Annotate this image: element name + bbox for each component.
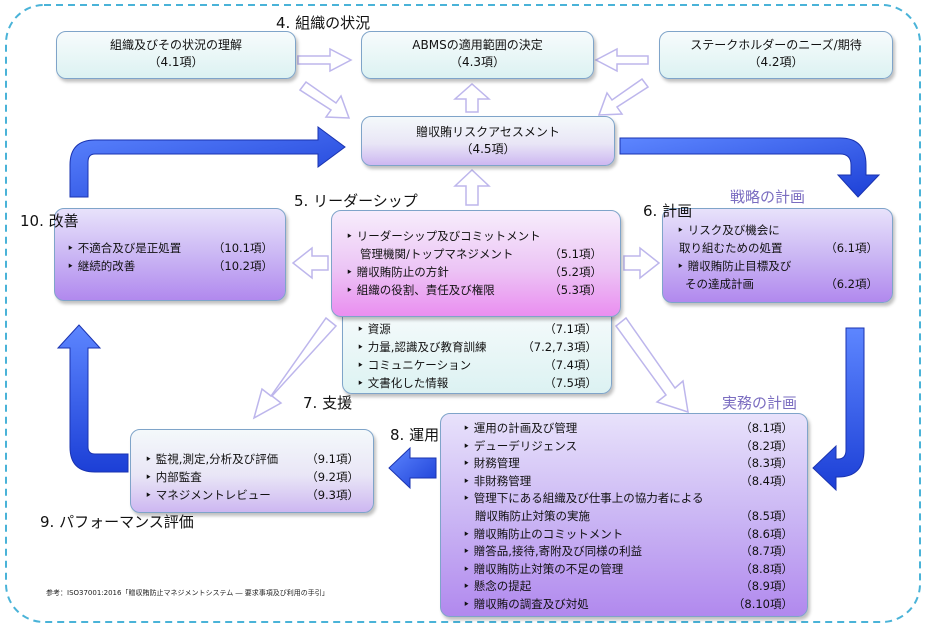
planning-item: 取り組むための処置（6.1項） [679,241,878,255]
box-leadership: リーダーシップ及びコミットメント 管理機関/トップマネジメント（5.1項） 贈収… [331,210,621,317]
operation-item: デューデリジェンス（8.2項） [463,438,793,456]
box-bribery-risk-assessment: 贈収賄リスクアセスメント （4.5項） [361,116,615,166]
operation-item: 懸念の提起（8.9項） [463,578,793,596]
operation-item: 管理下にある組織及び仕事上の協力者による [463,490,793,508]
box-abms-scope-ref: （4.3項） [449,55,506,69]
label-strategic-plan: 戦略の計画 [730,188,806,206]
box-planning: リスク及び機会に 取り組むための処置（6.1項） 贈収賄防止目標及び その達成計… [662,208,893,303]
light-arrow-stakeholder-to-scope [594,47,649,73]
operation-item: 非財務管理（8.4項） [463,473,793,491]
big-arrow-risk-to-planning [619,137,881,198]
planning-item: 贈収賄防止目標及び [677,257,878,275]
big-arrow-evaluation-to-improve [56,324,129,473]
operation-item: 運用の計画及び管理（8.1項） [463,420,793,438]
leadership-item: リーダーシップ及びコミットメント [346,227,602,245]
light-arrow-leadership-to-planning [623,246,661,280]
support-item: 文書化した情報（7.5項） [357,374,597,392]
improvement-item: 継続的改善（10.2項） [67,257,273,275]
label-evaluation: 9. パフォーマンス評価 [40,513,194,531]
operation-item: 贈収賄防止のコミットメント（8.6項） [463,526,793,544]
operation-item: 贈収賄防止対策の実施（8.5項） [475,508,793,523]
reference-note: 参考：ISO37001:2016「贈収賄防止マネジメントシステム ― 要求事項及… [46,589,329,597]
label-operational-plan: 実務の計画 [722,394,798,412]
box-org-context-ref: （4.1項） [148,55,204,69]
support-item: 力量,認識及び教育訓練（7.2,7.3項） [357,338,597,356]
support-item: 資源（7.1項） [357,320,597,338]
operation-item: 贈答品,接待,寄附及び同様の利益（8.7項） [463,543,793,561]
light-arrow-leadership-to-operation [614,316,689,414]
box-org-context: 組織及びその状況の理解 （4.1項） [56,31,296,79]
box-stakeholder-needs-ref: （4.2項） [748,55,804,69]
leadership-item: 贈収賄防止の方針（5.2項） [346,263,602,281]
leadership-item: 組織の役割、責任及び権限（5.3項） [346,281,602,299]
light-arrow-org-to-scope [297,47,353,73]
box-support: 資源（7.1項） 力量,認識及び教育訓練（7.2,7.3項） コミュニケーション… [342,306,612,394]
label-improvement: 10. 改善 [20,212,79,230]
label-support: 7. 支援 [303,394,353,412]
operation-item: 財務管理（8.3項） [463,455,793,473]
light-arrow-leadership-to-evaluation [252,316,338,420]
light-arrow-org-to-risk [298,80,351,119]
label-context: 4. 組織の状況 [276,14,371,32]
box-stakeholder-needs: ステークホルダーのニーズ/期待 （4.2項） [659,31,893,79]
improvement-item: 不適合及び是正処置（10.1項） [67,239,273,257]
big-arrow-planning-to-operation [812,327,865,492]
light-arrow-stakeholder-to-risk [597,77,650,116]
planning-item: その達成計画（6.2項） [685,277,878,291]
box-improvement: 不適合及び是正処置（10.1項） 継続的改善（10.2項） [54,208,286,301]
big-arrow-improve-to-risk [69,126,346,198]
light-arrow-leadership-to-risk [453,168,491,206]
label-planning: 6. 計画 [643,202,693,220]
box-risk-title: 贈収賄リスクアセスメント [416,125,560,139]
box-evaluation: 監視,測定,分析及び評価（9.1項） 内部監査（9.2項） マネジメントレビュー… [130,429,374,513]
box-risk-ref: （4.5項） [460,142,516,156]
evaluation-item: 内部監査（9.2項） [145,468,359,486]
box-abms-scope: ABMSの適用範囲の決定 （4.3項） [361,31,594,79]
operation-item: 贈収賄防止対策の不足の管理（8.8項） [463,561,793,579]
box-stakeholder-needs-title: ステークホルダーのニーズ/期待 [690,38,862,52]
operation-item: 贈収賄の調査及び対処（8.10項） [463,596,793,614]
planning-item: リスク及び機会に [677,221,878,239]
box-abms-scope-title: ABMSの適用範囲の決定 [412,38,543,52]
box-operation: 運用の計画及び管理（8.1項） デューデリジェンス（8.2項） 財務管理（8.3… [440,413,808,617]
evaluation-item: マネジメントレビュー（9.3項） [145,486,359,504]
label-operation: 8. 運用 [390,426,440,444]
big-arrow-operation-to-evaluation [388,446,437,490]
outer-dashed-frame [5,4,921,623]
label-leadership: 5. リーダーシップ [294,192,418,210]
light-arrow-leadership-to-improve [291,246,329,280]
box-org-context-title: 組織及びその状況の理解 [109,38,242,52]
light-arrow-risk-to-scope [453,82,491,113]
leadership-item: 管理機関/トップマネジメント（5.1項） [360,247,602,261]
support-item: コミュニケーション（7.4項） [357,356,597,374]
evaluation-item: 監視,測定,分析及び評価（9.1項） [145,450,359,468]
